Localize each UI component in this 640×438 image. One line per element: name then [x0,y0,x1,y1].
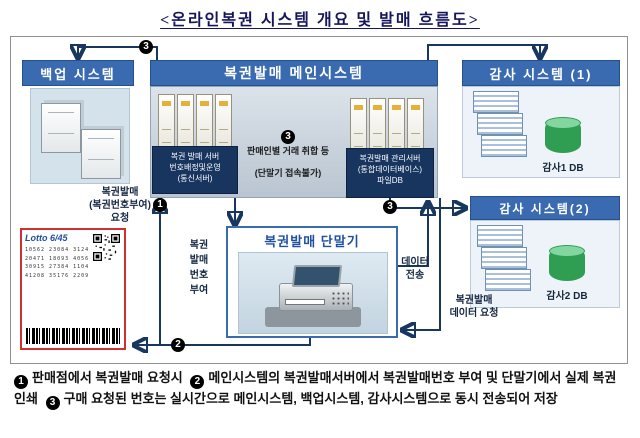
label-line: 요청 [110,213,130,224]
admin-server-rack-icon [350,98,424,156]
sales-server-line: 번호배정및운영 [169,163,221,173]
sales-server-line: 복권 발매 서버 [170,152,220,161]
admin-server-label: 복권발매 관리서버 (통합데이터베이스) 파일DB [346,148,434,198]
document-icon [485,269,531,291]
center-note-line: 판매인별 거래 취합 등 [246,146,330,156]
footnote-step-1: 1 [14,374,28,389]
center-note-line: (단말기 접속불가) [254,167,322,178]
arrow-main-to-backup [78,47,158,60]
server-icon [215,94,232,152]
terminal-paper-slot [285,299,325,305]
document-icon [481,247,527,269]
footnote-step-2: 2 [190,374,205,389]
label-line: 전송 [405,270,425,281]
document-icon [477,225,523,247]
audit2-db-label: 감사2 DB [546,291,588,302]
terminal-box: 복권발매 단말기 [226,226,398,338]
terminal-keypad [331,291,349,307]
sales-server-line: (통신서버) [177,174,213,184]
ticket-brand: Lotto 6/45 [25,233,68,243]
backup-system-panel [30,88,130,184]
arrow-terminal-to-main [398,204,428,267]
arrow-main-to-audit1 [427,44,540,60]
label-line: 부여 [189,285,209,296]
main-system-header: 복권발매 메인시스템 [150,60,438,86]
arrow-terminal-to-ticket [136,338,311,345]
sales-server-label: 복권 발매 서버 번호배정및운영 (통신서버) [152,146,238,194]
ticket-row: 41208 35176 2209 [25,272,90,279]
sales-server-rack-icon [158,94,232,152]
footnote-text: 메인시스템의 복권발매서버에서 복권발매번호 부여 및 단말기에서 실제 복권 … [14,370,617,406]
ticket-row: 10562 23084 3124 [25,247,90,253]
step-badge-2: 2 [171,338,185,352]
document-stack-icon [469,91,529,161]
server-icon [196,94,213,152]
ticket-row: 20471 18093 4056 [25,255,90,262]
document-icon [481,135,527,157]
footnote-text: 판매점에서 복권발매 요청시 [32,370,183,385]
server-icon [177,94,194,152]
admin-server-line: 복권발매 관리서버 [359,154,421,163]
document-stack-icon [473,225,533,295]
audit-system-1-header: 감사 시스템 (1) [462,60,620,86]
barcode-icon [26,328,120,344]
step-badge-1: 1 [153,198,167,212]
label-line: 복권발매 [455,295,493,306]
step-badge-3: 3 [139,40,153,54]
label-data-request: 복권발매 데이터 요청 [444,294,504,320]
footnote-item: 1 판매점에서 복권발매 요청시 [14,370,183,389]
label-data-transfer: 데이터 전송 [400,256,430,282]
admin-server-line: 파일DB [377,176,403,186]
database-cylinder-icon [549,245,585,281]
backup-cabinet-icon [81,129,121,179]
label-line: (복권번호부여) [89,200,151,211]
terminal-screen [291,265,343,287]
label-line: 복권발매 [101,187,139,198]
label-number-assign: 복권 발매 번호 부여 [184,238,214,298]
label-line: 데이터 요청 [449,308,499,319]
document-icon [473,91,519,113]
backup-system-header: 백업 시스템 [22,60,134,86]
label-line: 복권 [189,240,209,251]
qr-code-icon [93,234,120,261]
label-line: 발매 [189,255,209,266]
server-icon [407,98,424,156]
document-icon [477,113,523,135]
terminal-title: 복권발매 단말기 [264,234,360,249]
step-badge-3: 3 [281,130,295,144]
step-badge-3: 3 [383,200,397,214]
audit-system-2-header: 감사 시스템(2) [470,196,620,220]
audit-system-2-panel: 감사2 DB [470,220,620,308]
database-cylinder-icon [545,117,581,153]
ticket-number-rows: 10562 23084 3124 20471 18093 4056 30915 … [25,246,91,280]
footnote-text: 구매 요청된 번호는 실시간으로 메인시스템, 백업시스템, 감사시스템으로 동… [63,390,558,406]
admin-server-line: (통합데이터베이스) [357,165,423,175]
backup-cabinet-icon [41,103,81,153]
arrow-data-request [404,198,441,330]
server-icon [158,94,175,152]
audit-system-1-panel: 감사1 DB [462,86,620,178]
terminal-photo [238,252,388,334]
lottery-ticket: Lotto 6/45 [20,228,126,350]
terminal-base [265,307,361,327]
label-sale-request: 복권발매 (복권번호부여) 요청 [88,186,152,225]
label-line: 번호 [189,270,209,281]
server-icon [388,98,405,156]
label-line: 데이터 [401,257,429,268]
audit1-db-label: 감사1 DB [542,163,584,174]
diagram-frame [10,36,628,364]
footnote-step-3: 3 [45,395,60,410]
main-center-note: 판매인별 거래 취합 등 (단말기 접속불가) [236,146,340,179]
page-title: <온라인복권 시스템 개요 및 발매 흐름도> [160,12,480,29]
ticket-row: 30915 27384 1104 [25,264,90,270]
